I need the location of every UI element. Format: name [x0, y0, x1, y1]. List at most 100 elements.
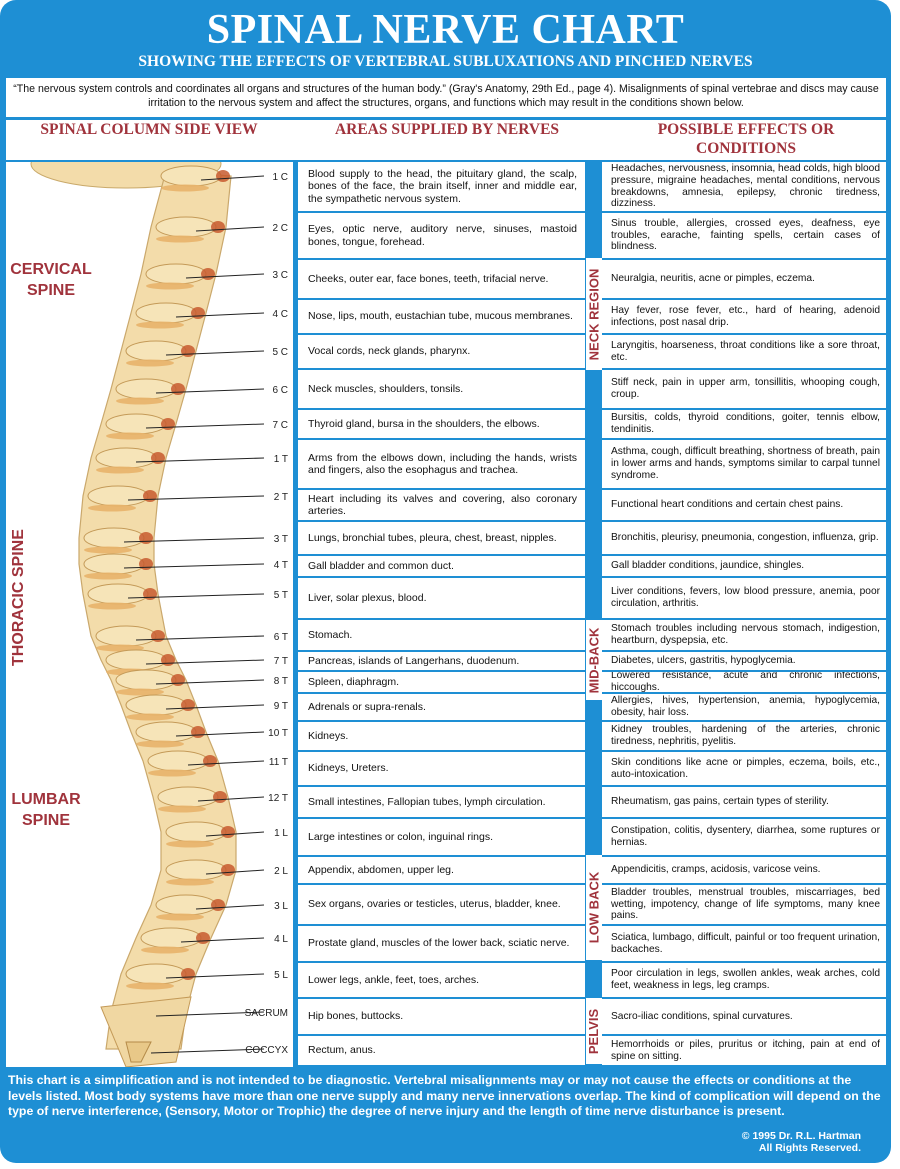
- table-row-effects: Headaches, nervousness, insomnia, head c…: [602, 162, 886, 211]
- table-row-areas: Kidneys, Ureters.: [298, 752, 585, 785]
- intervertebral-disc: [88, 504, 136, 512]
- level-pointer-line: [127, 495, 265, 501]
- level-pointer-line: [180, 937, 265, 943]
- copyright: © 1995 Dr. R.L. Hartman All Rights Reser…: [742, 1130, 861, 1154]
- vertebra: [87, 485, 149, 507]
- zone-label: MID-BACK: [586, 620, 602, 700]
- table-row-areas: Thyroid gland, bursa in the shoulders, t…: [298, 410, 585, 438]
- vertebra: [105, 413, 167, 435]
- nerve-root: [191, 726, 205, 738]
- column-headers: SPINAL COLUMN SIDE VIEW AREAS SUPPLIED B…: [6, 120, 886, 160]
- zone-label-text: NECK REGION: [586, 268, 602, 360]
- level-pointer-line: [197, 796, 265, 802]
- intervertebral-disc: [126, 982, 174, 990]
- level-label: 1 L: [274, 828, 288, 839]
- level-label: 2 T: [274, 492, 288, 503]
- table-row-effects: Constipation, colitis, dysentery, diarrh…: [602, 819, 886, 855]
- level-pointer-line: [187, 760, 265, 766]
- table-row-areas: Prostate gland, muscles of the lower bac…: [298, 926, 585, 961]
- level-pointer-line: [200, 175, 265, 181]
- level-label: 5 L: [274, 970, 288, 981]
- nerve-root: [181, 345, 195, 357]
- vertebra: [95, 447, 157, 469]
- level-label: 11 T: [269, 757, 288, 768]
- nerve-root: [221, 826, 235, 838]
- zone-label: LOW BACK: [586, 855, 602, 960]
- vertebra: [115, 669, 177, 691]
- region-thoracic-label: THORACIC SPINE: [10, 529, 27, 666]
- page-subtitle: SHOWING THE EFFECTS OF VERTEBRAL SUBLUXA…: [138, 53, 753, 70]
- intervertebral-disc: [161, 184, 209, 192]
- level-pointer-line: [135, 457, 265, 463]
- vertebra: [125, 694, 187, 716]
- intervertebral-disc: [146, 282, 194, 290]
- level-label: 2 C: [272, 223, 288, 234]
- table-row-areas: Kidneys.: [298, 722, 585, 750]
- table-row-effects: Stiff neck, pain in upper arm, tonsillit…: [602, 370, 886, 408]
- nerve-root: [211, 221, 225, 233]
- level-label: 1 T: [274, 454, 288, 465]
- nerve-root: [161, 418, 175, 430]
- level-pointer-line: [155, 679, 265, 685]
- level-label: 12 T: [268, 793, 288, 804]
- level-pointer-line: [165, 350, 265, 356]
- table-row-areas: Eyes, optic nerve, auditory nerve, sinus…: [298, 213, 585, 258]
- table-row-areas: Rectum, anus.: [298, 1036, 585, 1065]
- nerve-root: [201, 268, 215, 280]
- table-row-effects: Asthma, cough, difficult breathing, shor…: [602, 440, 886, 488]
- nerve-root: [181, 699, 195, 711]
- intervertebral-disc: [106, 432, 154, 440]
- level-label: 8 T: [274, 676, 288, 687]
- table-row-effects: Sacro-iliac conditions, spinal curvature…: [602, 999, 886, 1034]
- nerve-root: [221, 864, 235, 876]
- table-row-effects: Poor circulation in legs, swollen ankles…: [602, 963, 886, 997]
- table-row-effects: Sinus trouble, allergies, crossed eyes, …: [602, 213, 886, 258]
- table-row-areas: Nose, lips, mouth, eustachian tube, muco…: [298, 300, 585, 333]
- table-row-effects: Bronchitis, pleurisy, pneumonia, congest…: [602, 522, 886, 554]
- level-label: 4 T: [274, 560, 288, 571]
- zone-label-text: LOW BACK: [586, 871, 602, 944]
- level-label: 6 C: [272, 385, 288, 396]
- level-pointer-line: [165, 973, 265, 979]
- nerve-root: [143, 588, 157, 600]
- table-row-areas: Lower legs, ankle, feet, toes, arches.: [298, 963, 585, 997]
- header-spinal-column: SPINAL COLUMN SIDE VIEW: [40, 121, 258, 138]
- table-row-effects: Bursitis, colds, thyroid conditions, goi…: [602, 410, 886, 438]
- nerve-root: [216, 170, 230, 182]
- table-row-areas: Sex organs, ovaries or testicles, uterus…: [298, 885, 585, 924]
- copyright-line: © 1995 Dr. R.L. Hartman: [741, 1130, 861, 1142]
- level-pointer-line: [123, 563, 265, 569]
- region-cervical-label: CERVICAL SPINE: [10, 261, 92, 299]
- level-pointer-line: [165, 704, 265, 710]
- intervertebral-disc: [116, 397, 164, 405]
- table-row-areas: Stomach.: [298, 620, 585, 650]
- vertebra: [165, 859, 227, 881]
- table-row-effects: Stomach troubles including nervous stoma…: [602, 620, 886, 650]
- level-label: 3 T: [274, 534, 288, 545]
- nerve-root: [211, 899, 225, 911]
- level-pointer-line: [127, 593, 265, 599]
- vertebra: [165, 821, 227, 843]
- table-row-effects: Skin conditions like acne or pimples, ec…: [602, 752, 886, 785]
- level-label: 7 T: [274, 656, 288, 667]
- level-label: 10 T: [268, 728, 288, 739]
- nerve-root: [161, 654, 175, 666]
- vertebra: [105, 649, 167, 671]
- table-row-effects: Hay fever, rose fever, etc., hard of hea…: [602, 300, 886, 333]
- intervertebral-disc: [156, 913, 204, 921]
- level-label: SACRUM: [245, 1008, 288, 1019]
- table-row-areas: Small intestines, Fallopian tubes, lymph…: [298, 787, 585, 817]
- level-label: 1 C: [272, 172, 288, 183]
- level-pointer-line: [195, 904, 265, 910]
- rights-line: All Rights Reserved.: [758, 1142, 861, 1154]
- table-row-areas: Heart including its valves and covering,…: [298, 490, 585, 520]
- table-row-areas: Pancreas, islands of Langerhans, duodenu…: [298, 652, 585, 670]
- vertebra: [140, 927, 202, 949]
- intervertebral-disc: [116, 688, 164, 696]
- nerve-root: [213, 791, 227, 803]
- nerve-root: [171, 383, 185, 395]
- level-label: 4 C: [272, 309, 288, 320]
- sacrum: [100, 996, 192, 1067]
- vertebra: [83, 553, 145, 575]
